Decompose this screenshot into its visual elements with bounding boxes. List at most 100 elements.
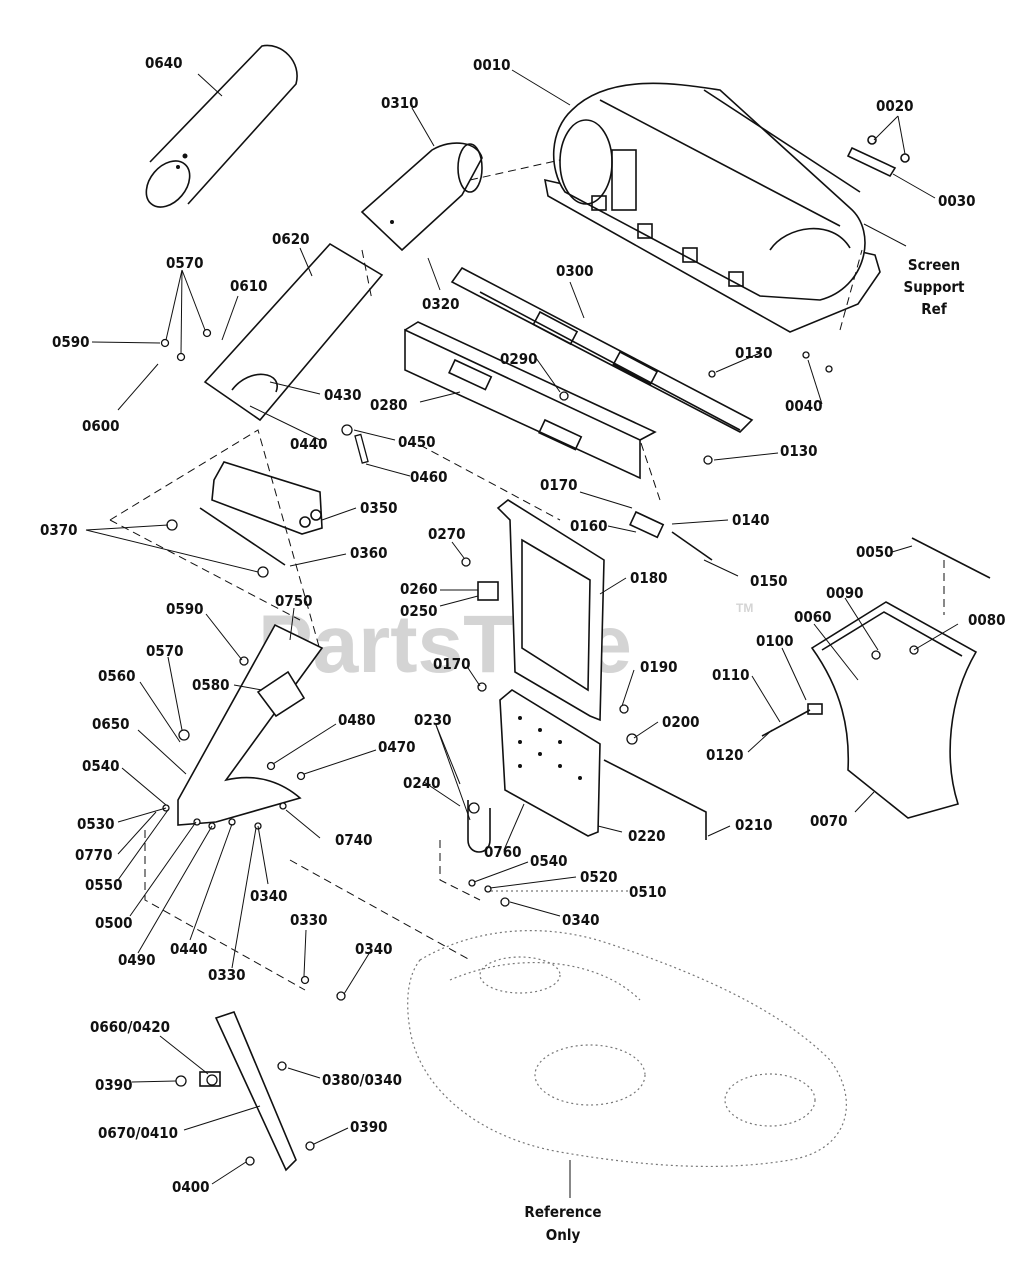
callout-0330-top: 0330 [290,911,328,929]
part-0220-plate [499,689,601,837]
callout-0340-left: 0340 [250,887,288,905]
callout-0500: 0500 [95,914,133,932]
callout-0270: 0270 [428,525,466,543]
callout-0280: 0280 [370,396,408,414]
callout-0230: 0230 [414,711,452,729]
leader-lines [85,69,959,1198]
callout-0550: 0550 [85,876,123,894]
callout-0200: 0200 [662,713,700,731]
callout-0170-mid: 0170 [433,655,471,673]
callout-0120: 0120 [706,746,744,764]
callout-0340-bottom: 0340 [355,940,393,958]
callout-0070: 0070 [810,812,848,830]
callout-0480: 0480 [338,711,376,729]
part-0640-tube [145,44,298,208]
screen-support-note: Screen Support Ref [903,256,965,318]
callout-0080: 0080 [968,611,1006,629]
callout-0600: 0600 [82,417,120,435]
callout-0020: 0020 [876,97,914,115]
callout-0150: 0150 [750,572,788,590]
reference-mower-deck [407,930,847,1168]
callout-0100: 0100 [756,632,794,650]
part-0360-rod [199,507,286,566]
callout-0530: 0530 [77,815,115,833]
part-0210-rod [603,759,707,840]
callout-0340-right: 0340 [562,911,600,929]
part-0180-bracket [477,499,605,722]
reference-only-note: Reference Only [524,1203,601,1244]
callout-0770: 0770 [75,846,113,864]
part-0230-u-bolt [467,800,491,853]
callout-labels: 0640 0010 0310 0020 0030 0620 0570 0610 … [40,54,1006,1196]
part-0300-rail [450,266,754,433]
part-0650-handle [177,623,324,826]
callout-0180: 0180 [630,569,668,587]
callout-0190: 0190 [640,658,678,676]
callout-0750: 0750 [275,592,313,610]
part-0010-bag-housing [543,82,881,333]
callout-0030: 0030 [938,192,976,210]
callout-0570-mid: 0570 [146,642,184,660]
callout-0130-top: 0130 [735,344,773,362]
callout-0670-0410: 0670/0410 [98,1124,178,1142]
callout-0240: 0240 [403,774,441,792]
callout-0490: 0490 [118,951,156,969]
part-0670-lever [199,1011,297,1172]
callout-0330-bottom: 0330 [208,966,246,984]
callout-0640: 0640 [145,54,183,72]
callout-0620: 0620 [272,230,310,248]
callout-0050: 0050 [856,543,894,561]
callout-0060: 0060 [794,608,832,626]
note-only: Only [546,1226,581,1244]
callout-0590-top: 0590 [52,333,90,351]
callout-0290: 0290 [500,350,538,368]
assembly-dashed-lines [109,159,945,991]
callout-0540-left: 0540 [82,757,120,775]
part-0050-screen [911,537,991,579]
callout-0400: 0400 [172,1178,210,1196]
callout-0450: 0450 [398,433,436,451]
callout-0740: 0740 [335,831,373,849]
callout-0660-0420: 0660/0420 [90,1018,170,1036]
part-0070-bag [810,601,978,819]
callout-0570-top: 0570 [166,254,204,272]
callout-0390-left: 0390 [95,1076,133,1094]
callout-0440-bottom: 0440 [170,940,208,958]
callout-0520: 0520 [580,868,618,886]
note-support: Support [903,278,965,296]
callout-0310: 0310 [381,94,419,112]
callout-0460: 0460 [410,468,448,486]
callout-0390-right: 0390 [350,1118,388,1136]
callout-0510: 0510 [629,883,667,901]
callout-0090: 0090 [826,584,864,602]
callout-0470: 0470 [378,738,416,756]
note-ref: Ref [921,300,947,318]
note-screen: Screen [908,256,960,274]
callout-0320: 0320 [422,295,460,313]
callout-0170-top: 0170 [540,476,578,494]
callout-0610: 0610 [230,277,268,295]
callout-0220: 0220 [628,827,666,845]
callout-0380-0340: 0380/0340 [322,1071,402,1089]
callout-0110: 0110 [712,666,750,684]
callout-0590-mid: 0590 [166,600,204,618]
part-0620-plate [203,242,384,422]
callout-0350: 0350 [360,499,398,517]
callout-0260: 0260 [400,580,438,598]
part-0140-0150-pin [629,510,713,561]
callout-0430: 0430 [324,386,362,404]
callout-0370: 0370 [40,521,78,539]
callout-0760: 0760 [484,843,522,861]
note-reference: Reference [524,1203,601,1221]
callout-0440-top: 0440 [290,435,328,453]
callout-0160: 0160 [570,517,608,535]
callout-0580: 0580 [192,676,230,694]
callout-0300: 0300 [556,262,594,280]
watermark-tm: TM [736,601,753,615]
callout-0130-mid: 0130 [780,442,818,460]
callout-0210: 0210 [735,816,773,834]
callout-0650: 0650 [92,715,130,733]
callout-0540-right: 0540 [530,852,568,870]
